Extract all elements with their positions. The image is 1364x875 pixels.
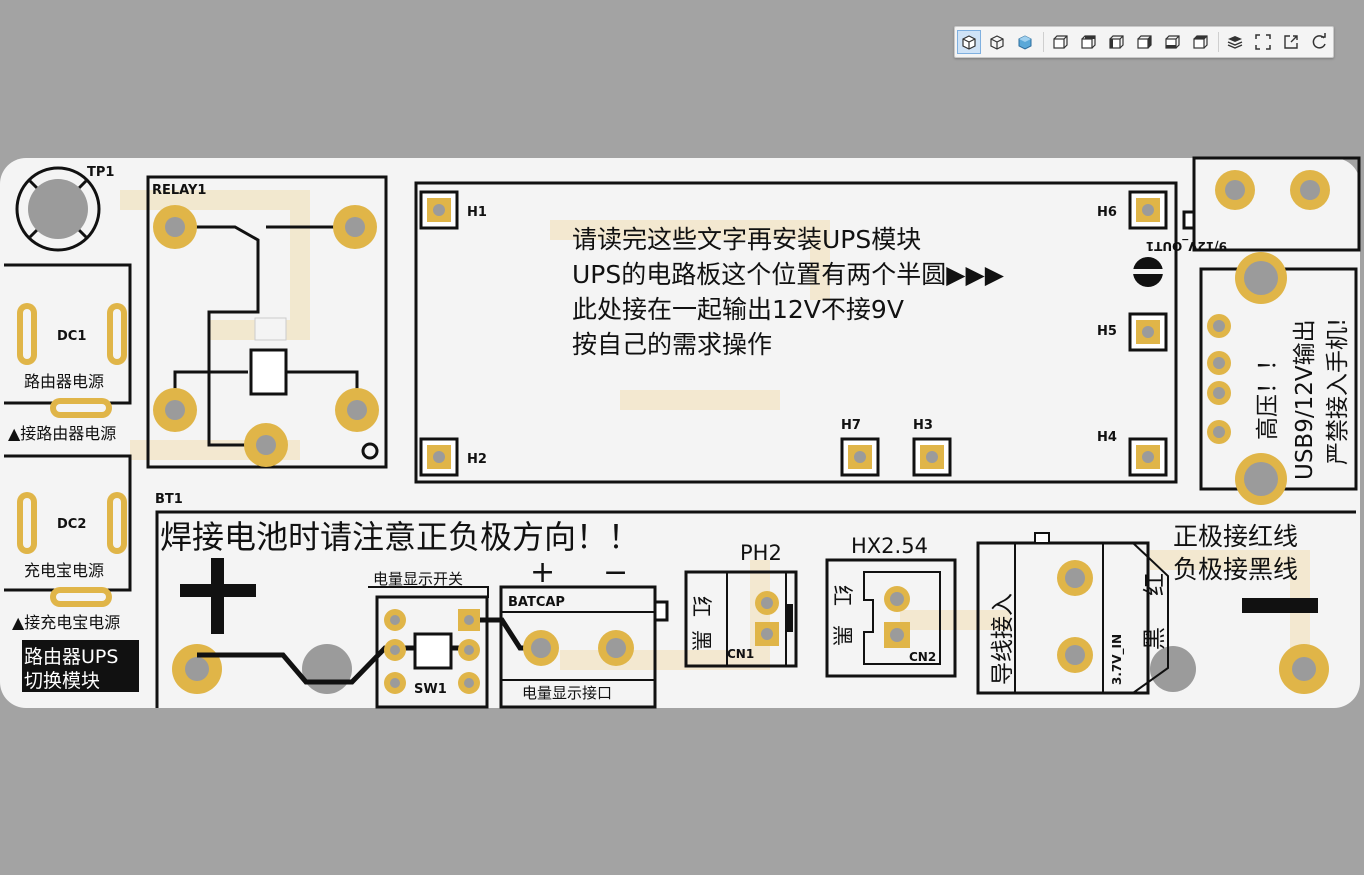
- layers-icon[interactable]: [1223, 30, 1247, 54]
- negative-black-note: 负极接黑线: [1173, 555, 1298, 584]
- dc2-note: ▲接充电宝电源: [12, 613, 120, 632]
- h7-label: H7: [841, 418, 861, 433]
- module-label-box: [22, 640, 139, 692]
- module-label-line2: 切换模块: [24, 670, 100, 692]
- ups-module-outline: [414, 181, 1178, 484]
- relay1-footprint: [146, 175, 388, 469]
- battery-warning: 焊接电池时请注意正负极方向！！: [160, 518, 640, 556]
- view-3d-icon[interactable]: [957, 30, 981, 54]
- fullscreen-icon[interactable]: [1251, 30, 1275, 54]
- dc1-label: DC1: [57, 329, 86, 344]
- out1-label: 9/12V_OUT1: [1146, 238, 1227, 253]
- battery-plus-symbol: [180, 558, 256, 634]
- batcap-minus: −: [603, 555, 628, 590]
- h5-label: H5: [1097, 324, 1117, 339]
- in-37v-label: 3.7V_IN: [1110, 634, 1125, 685]
- view-top-wire-icon[interactable]: [985, 30, 1009, 54]
- export-icon[interactable]: [1279, 30, 1303, 54]
- cn1-red-label: 红: [689, 596, 713, 617]
- notice-line-4: 按自己的需求操作: [572, 330, 772, 359]
- usb-warning-high: 高压！！: [1255, 348, 1281, 440]
- usb-warning-phone: 严禁接入手机!: [1325, 318, 1351, 465]
- dc2-label: DC2: [57, 517, 86, 532]
- sw1-switch: [368, 586, 489, 709]
- in-black-label: 黑: [1142, 627, 1168, 650]
- reset-rotate-icon[interactable]: [1307, 30, 1331, 54]
- view-bottom-icon[interactable]: [1188, 30, 1212, 54]
- viewer-toolbar: [954, 26, 1334, 58]
- batcap-caption: 电量显示接口: [522, 684, 612, 702]
- cn1-black-label: 黑: [689, 630, 713, 651]
- notice-line-1: 请读完这些文字再安装UPS模块: [572, 225, 921, 254]
- ups-mount-pads: [419, 190, 1168, 477]
- in-red-label: 红: [1142, 573, 1168, 596]
- notice-line-2: UPS的电路板这个位置有两个半圆▶▶▶: [572, 260, 1005, 289]
- cn1-connector: [684, 570, 798, 668]
- wire-input-terminal: [976, 532, 1169, 695]
- module-label-line1: 路由器UPS: [24, 646, 118, 668]
- positive-red-note: 正极接红线: [1173, 522, 1298, 551]
- bt1-outline: [155, 510, 1356, 708]
- view-left-icon[interactable]: [1104, 30, 1128, 54]
- hx-label: HX2.54: [851, 534, 928, 558]
- dc1-jack: [4, 263, 132, 418]
- solder-jumper-half-circles: [1131, 257, 1165, 287]
- sw-label: 电量显示开关: [373, 570, 463, 588]
- usb-output-connector: [1199, 252, 1358, 505]
- view-right-icon[interactable]: [1132, 30, 1156, 54]
- wire-in-label: 导线接入: [990, 593, 1016, 685]
- tp1-label: TP1: [87, 165, 114, 180]
- sw1-label: SW1: [414, 682, 447, 697]
- view-top-icon[interactable]: [1160, 30, 1184, 54]
- h3-label: H3: [913, 418, 933, 433]
- tp1-testpoint: [15, 166, 101, 252]
- view-front-icon[interactable]: [1048, 30, 1072, 54]
- pcb-outline: [0, 158, 1360, 708]
- ph2-label: PH2: [740, 541, 782, 565]
- relay1-label: RELAY1: [152, 183, 206, 198]
- dc1-caption: 路由器电源: [24, 372, 104, 391]
- h1-label: H1: [467, 205, 487, 220]
- batcap-connector: [499, 585, 669, 709]
- notice-line-3: 此处接在一起输出12V不接9V: [572, 295, 904, 324]
- view-back-icon[interactable]: [1076, 30, 1100, 54]
- usb-warning-output: USB9/12V输出: [1292, 319, 1318, 480]
- cn2-black-label: 黑: [830, 625, 854, 646]
- dc1-note: ▲接路由器电源: [8, 424, 116, 443]
- batcap-plus: +: [530, 555, 555, 590]
- out1-connector: [1182, 156, 1361, 252]
- batcap-label: BATCAP: [508, 595, 565, 610]
- cn2-connector: [825, 558, 957, 678]
- cn1-label: CN1: [727, 647, 754, 661]
- cn2-label: CN2: [909, 650, 936, 664]
- cn2-red-label: 红: [830, 585, 854, 606]
- dc2-caption: 充电宝电源: [24, 561, 104, 580]
- battery-minus-symbol: [1242, 598, 1318, 613]
- h2-label: H2: [467, 452, 487, 467]
- view-solid-icon[interactable]: [1013, 30, 1037, 54]
- dc2-jack: [4, 454, 132, 607]
- bt1-label: BT1: [155, 492, 183, 507]
- h4-label: H4: [1097, 430, 1117, 445]
- h6-label: H6: [1097, 205, 1117, 220]
